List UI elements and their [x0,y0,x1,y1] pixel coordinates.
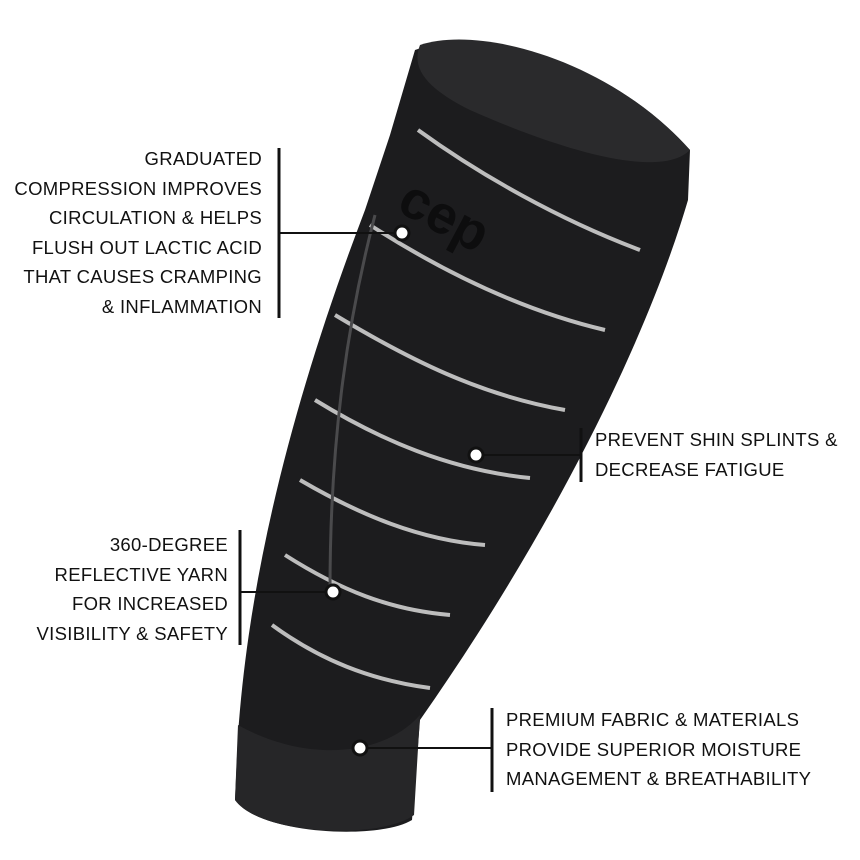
callout-line: DECREASE FATIGUE [595,458,785,480]
callout-line: CIRCULATION & HELPS [48,207,262,228]
callout-premium-fabric: PREMIUM FABRIC & MATERIALS PROVIDE SUPER… [506,705,811,794]
callout-line: VISIBILITY & SAFETY [36,622,228,644]
callout-line: THAT CAUSES CRAMPING [23,266,262,287]
callout-line: REFLECTIVE YARN [54,563,228,585]
callout-lines [238,148,583,792]
callout-line: PREMIUM FABRIC & MATERIALS [506,709,800,730]
callout-line: PROVIDE SUPERIOR MOISTURE [506,738,802,760]
callout-line: & INFLAMMATION [101,295,262,317]
callout-dots [324,224,485,757]
callout-line: MANAGEMENT & BREATHABILITY [506,768,812,789]
reflective-stripes [270,128,641,690]
callout-line: GRADUATED [144,148,262,169]
callout-reflective-yarn: 360-DEGREE REFLECTIVE YARN FOR INCREASED… [37,530,228,648]
callout-line: PREVENT SHIN SPLINTS & [595,429,838,450]
callout-line: FLUSH OUT LACTIC ACID [31,236,262,258]
sleeve-top-cuff [417,39,690,163]
callout-graduated-compression: GRADUATED COMPRESSION IMPROVES CIRCULATI… [14,144,262,321]
callout-line: 360-DEGREE [109,534,228,555]
callout-line: FOR INCREASED [71,593,228,614]
callout-line: COMPRESSION IMPROVES [14,177,262,199]
callout-shin-splints: PREVENT SHIN SPLINTS & DECREASE FATIGUE [595,425,838,484]
sleeve-bottom-cuff [235,715,420,831]
sleeve-body: cep [235,39,690,832]
